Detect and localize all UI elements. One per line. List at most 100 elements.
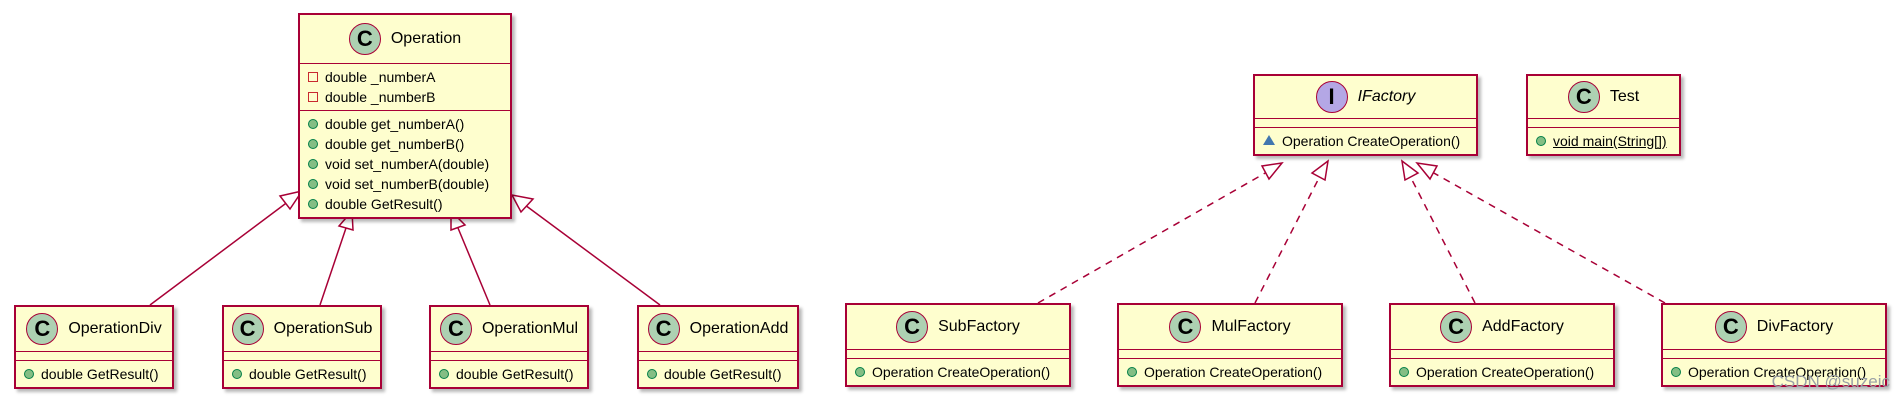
class-circle-icon: C (1714, 311, 1747, 343)
method: double GetResult() (439, 364, 581, 384)
methods-section: double GetResult() (639, 361, 797, 387)
method: Operation CreateOperation() (855, 362, 1063, 382)
public-icon (1399, 367, 1409, 377)
fields-section: double _numberA double _numberB (300, 64, 510, 110)
generalization-sub (319, 227, 347, 306)
class-name: OperationSub (273, 320, 373, 337)
public-icon (1536, 136, 1546, 146)
class-circle-icon: C (1169, 311, 1202, 343)
class-name: MulFactory (1211, 318, 1291, 335)
public-icon (1127, 367, 1137, 377)
methods-section: double GetResult() (16, 361, 172, 387)
class-name: SubFactory (938, 318, 1020, 335)
class-header: C DivFactory (1663, 305, 1885, 349)
realization-div (1431, 171, 1666, 304)
method: double GetResult() (308, 194, 504, 214)
class-name: OperationAdd (689, 320, 789, 337)
arrowhead-add (510, 193, 535, 214)
arrowhead-div-factory (1415, 161, 1439, 181)
class-operation-mul: C OperationMul double GetResult() (429, 305, 589, 389)
field: double _numberA (308, 67, 504, 87)
method: double get_numberB() (308, 134, 504, 154)
class-name: OperationMul (481, 320, 579, 337)
class-name: OperationDiv (68, 320, 162, 337)
class-header: I IFactory (1255, 76, 1476, 118)
methods-section: double get_numberA() double get_numberB(… (300, 111, 510, 217)
methods-section: double GetResult() (224, 361, 380, 387)
method: Operation CreateOperation() (1671, 362, 1879, 382)
class-header: C SubFactory (847, 305, 1069, 349)
generalization-add (524, 204, 661, 306)
arrowhead-div (278, 189, 304, 211)
public-icon (1671, 367, 1681, 377)
class-circle-icon: C (231, 313, 264, 345)
class-circle-icon: C (647, 313, 680, 345)
public-icon (308, 119, 318, 129)
public-icon (308, 199, 318, 209)
method: double GetResult() (647, 364, 791, 384)
methods-section: void main(String[]) (1528, 128, 1679, 154)
class-circle-icon: C (1440, 311, 1473, 343)
arrowhead-mul-factory (1310, 159, 1330, 182)
class-operation-sub: C OperationSub double GetResult() (222, 305, 382, 389)
class-header: C AddFactory (1391, 305, 1613, 349)
method: double GetResult() (24, 364, 166, 384)
public-icon (308, 159, 318, 169)
arrowhead-add-factory (1400, 159, 1420, 182)
private-icon (308, 92, 318, 102)
class-name: Test (1609, 88, 1640, 105)
class-div-factory: C DivFactory Operation CreateOperation() (1661, 303, 1887, 387)
class-header: C OperationDiv (16, 307, 172, 351)
generalization-div (149, 200, 290, 306)
public-icon (308, 139, 318, 149)
method: Operation CreateOperation() (1263, 131, 1470, 151)
methods-section: Operation CreateOperation() (1119, 359, 1341, 385)
public-icon (24, 369, 34, 379)
arrowhead-sub-factory (1260, 161, 1284, 181)
class-circle-icon: C (439, 313, 472, 345)
public-icon (232, 369, 242, 379)
watermark: CSDN @suzeic (1771, 372, 1890, 391)
realization-mul (1254, 175, 1321, 304)
methods-section: Operation CreateOperation() (1663, 359, 1885, 385)
class-name: DivFactory (1756, 318, 1834, 335)
field: double _numberB (308, 87, 504, 107)
class-circle-icon: C (348, 23, 381, 55)
methods-section: Operation CreateOperation() (847, 359, 1069, 385)
method: double GetResult() (232, 364, 374, 384)
class-operation: C Operation double _numberA double _numb… (298, 13, 512, 219)
class-name: IFactory (1357, 88, 1416, 105)
generalization-mul (457, 227, 491, 306)
methods-section: Operation CreateOperation() (1391, 359, 1613, 385)
method: double get_numberA() (308, 114, 504, 134)
class-name: AddFactory (1482, 318, 1564, 335)
public-icon (439, 369, 449, 379)
class-header: C OperationAdd (639, 307, 797, 351)
class-sub-factory: C SubFactory Operation CreateOperation() (845, 303, 1071, 387)
method: void main(String[]) (1536, 131, 1673, 151)
interface-circle-icon: I (1315, 81, 1348, 113)
realization-sub (1037, 171, 1268, 304)
class-header: C OperationMul (431, 307, 587, 351)
class-header: C Operation (300, 15, 510, 63)
class-header: C Test (1528, 76, 1679, 118)
public-icon (855, 367, 865, 377)
class-mul-factory: C MulFactory Operation CreateOperation() (1117, 303, 1343, 387)
methods-section: Operation CreateOperation() (1255, 128, 1476, 154)
method: Operation CreateOperation() (1127, 362, 1335, 382)
method: void set_numberA(double) (308, 154, 504, 174)
class-circle-icon: C (896, 311, 929, 343)
class-name: Operation (390, 30, 462, 47)
method: Operation CreateOperation() (1399, 362, 1607, 382)
public-icon (647, 369, 657, 379)
method: void set_numberB(double) (308, 174, 504, 194)
public-icon (308, 179, 318, 189)
class-header: C MulFactory (1119, 305, 1341, 349)
interface-ifactory: I IFactory Operation CreateOperation() (1253, 74, 1478, 156)
class-header: C OperationSub (224, 307, 380, 351)
package-visibility-icon (1263, 134, 1275, 145)
realization-add (1409, 175, 1476, 304)
class-operation-div: C OperationDiv double GetResult() (14, 305, 174, 389)
